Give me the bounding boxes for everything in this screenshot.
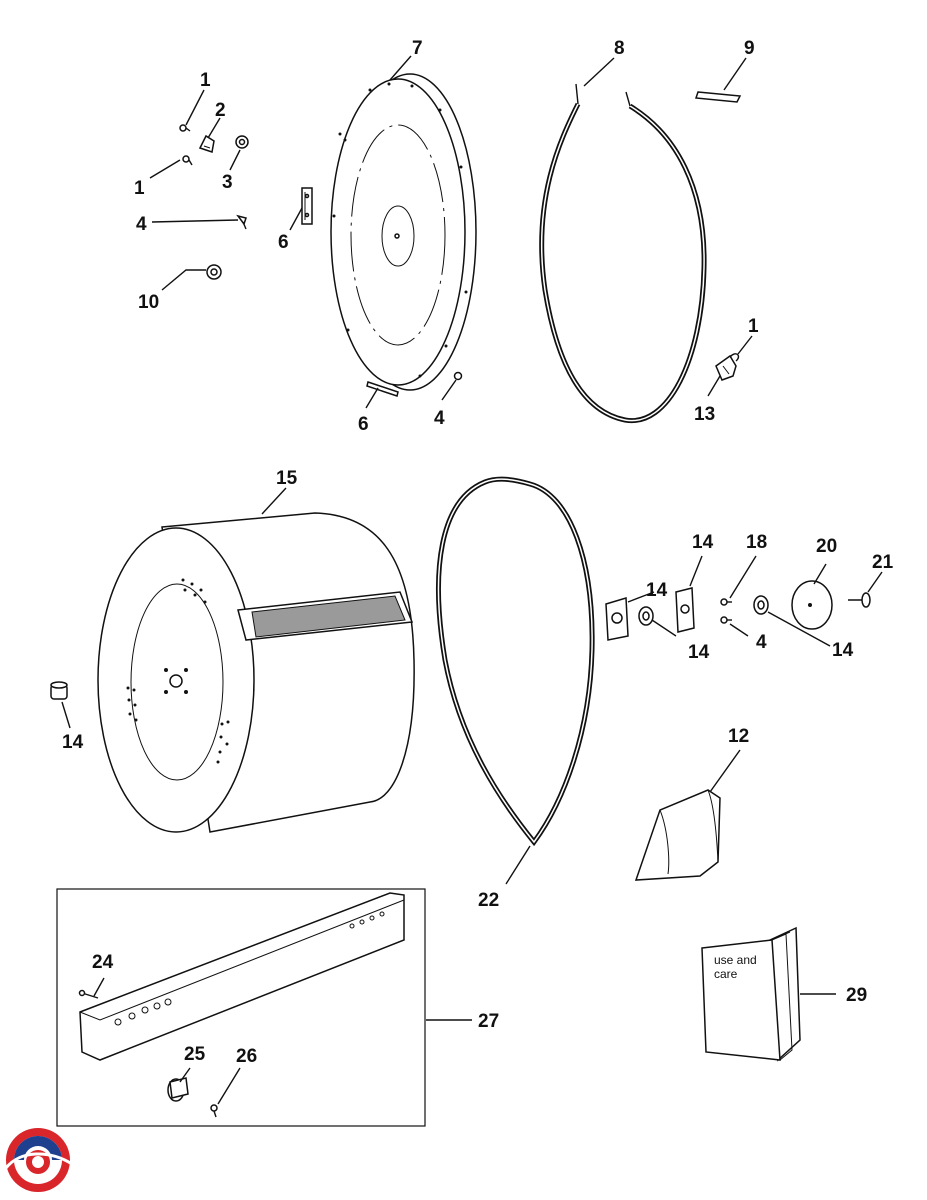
callout-14a: 14 <box>62 732 84 753</box>
part-screw-4b <box>453 371 463 381</box>
manual-title-line1: use and <box>714 953 757 967</box>
callout-12: 12 <box>728 726 749 747</box>
callout-labels: 1 2 1 3 4 10 6 7 6 4 8 9 1 13 15 14 22 1… <box>62 38 894 1067</box>
callout-25: 25 <box>184 1044 206 1065</box>
part-clip-2 <box>198 134 215 153</box>
callout-24: 24 <box>92 952 114 973</box>
part-screw-1b <box>182 155 193 166</box>
part-bearing-plate-14b <box>605 597 629 641</box>
callout-8: 8 <box>614 38 625 59</box>
callout-4b: 4 <box>434 408 445 429</box>
callout-4a: 4 <box>136 214 147 235</box>
part-bracket-6b <box>366 381 399 397</box>
part-bracket-6a <box>301 187 313 225</box>
callout-9: 9 <box>744 38 755 59</box>
part-bushing-14a <box>50 681 68 700</box>
callout-10: 10 <box>138 292 159 313</box>
manual-title-line2: care <box>714 967 738 981</box>
part-pulley-20 <box>791 580 833 630</box>
part-belt-8 <box>539 83 707 424</box>
callout-14e: 14 <box>832 640 854 661</box>
callout-14b: 14 <box>646 580 668 601</box>
part-drum-15 <box>97 512 415 833</box>
part-nut-10 <box>206 264 222 280</box>
callout-4c: 4 <box>756 632 767 653</box>
part-bracket-13 <box>715 354 737 381</box>
callout-22: 22 <box>478 890 499 911</box>
callout-20: 20 <box>816 536 837 557</box>
part-handle-12 <box>634 789 721 881</box>
part-bushing-14e <box>753 595 769 615</box>
part-screw-1c <box>729 353 740 362</box>
callout-6b: 6 <box>358 414 369 435</box>
part-screw-24 <box>78 989 99 999</box>
callout-1a: 1 <box>200 70 211 91</box>
part-seal-22 <box>436 476 595 847</box>
callout-2: 2 <box>215 100 226 121</box>
callout-1b: 1 <box>134 178 145 199</box>
part-bearing-plate-14d <box>675 587 695 633</box>
callout-27: 27 <box>478 1011 499 1032</box>
part-clip-9 <box>694 91 742 103</box>
part-bushing-14c <box>638 606 654 626</box>
callout-1c: 1 <box>748 316 759 337</box>
callout-13: 13 <box>694 404 715 425</box>
part-foot-25 <box>167 1077 189 1102</box>
callout-6a: 6 <box>278 232 289 253</box>
leader-lines <box>61 55 883 1105</box>
part-screw-1a <box>179 124 191 132</box>
callout-21: 21 <box>872 552 894 573</box>
part-front-panel-7 <box>330 73 477 391</box>
callout-15: 15 <box>276 468 298 489</box>
part-nut-3 <box>235 135 249 149</box>
callout-14c: 14 <box>688 642 710 663</box>
toe-panel-group-box <box>56 888 426 1127</box>
callout-29: 29 <box>846 985 867 1006</box>
callout-18: 18 <box>746 532 767 553</box>
part-screw-18 <box>720 598 732 606</box>
callout-7: 7 <box>412 38 423 59</box>
part-screw-4c <box>720 616 732 624</box>
callout-14d: 14 <box>692 532 714 553</box>
part-screw-26 <box>210 1104 218 1118</box>
part-toe-panel-27 <box>79 892 405 1061</box>
callout-3: 3 <box>222 172 233 193</box>
part-manual-29: use and care <box>701 926 801 1062</box>
part-screw-4a <box>236 214 247 230</box>
callout-26: 26 <box>236 1046 257 1067</box>
swirl-logo-icon <box>4 1128 73 1192</box>
part-shaft-21 <box>848 592 871 608</box>
